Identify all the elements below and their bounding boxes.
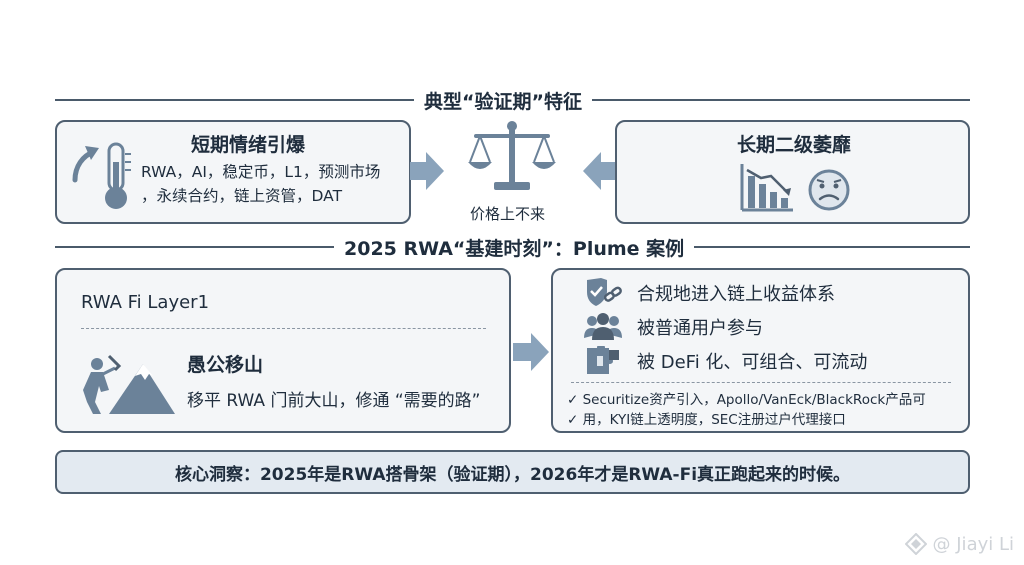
- features-divider: [571, 382, 951, 383]
- watermark-text: @ Jiayi Li: [932, 533, 1014, 555]
- feature-text-defi: 被 DeFi 化、可组合、可流动: [637, 352, 868, 373]
- plume-divider: [81, 328, 486, 329]
- puzzle-icon: [587, 346, 619, 374]
- feature-text-users: 被普通用户参与: [637, 318, 763, 339]
- thermometer-up-icon: [72, 142, 131, 209]
- arrow-right-icon: [410, 152, 444, 190]
- diamond-logo-icon: [904, 533, 927, 555]
- short-term-line2: ，永续合约，链上资管，DAT: [141, 187, 343, 205]
- feature-item-users: 被普通用户参与: [583, 312, 763, 342]
- sad-face-icon: [808, 169, 850, 211]
- features-card: 合规地进入链上收益体系 被普通用户参与 被 DeFi 化、可组合、可流动 ✓ S…: [551, 268, 970, 433]
- section1-title: 典型“验证期”特征: [414, 87, 592, 114]
- section2-title: 2025 RWA“基建时刻”：Plume 案例: [334, 234, 695, 261]
- long-term-card: 长期二级萎靡: [615, 120, 970, 224]
- balance-scale-icon: [468, 121, 556, 190]
- users-group-icon: [584, 313, 622, 340]
- arrow-right-icon: [513, 333, 549, 371]
- watermark: @ Jiayi Li: [904, 533, 1014, 555]
- plume-desc: 移平 RWA 门前大山，修通 “需要的路”: [187, 391, 481, 411]
- plume-label: RWA Fi Layer1: [81, 292, 210, 313]
- shield-link-icon: [587, 278, 622, 306]
- plume-title: 愚公移山: [187, 354, 264, 376]
- feature-text-compliance: 合规地进入链上收益体系: [637, 284, 835, 305]
- arrow-left-icon: [583, 152, 617, 190]
- insight-bar: 核心洞察：2025年是RWA搭骨架（验证期），2026年才是RWA-Fi真正跑起…: [55, 450, 970, 494]
- long-term-title: 长期二级萎靡: [737, 134, 852, 156]
- center-caption: 价格上不来: [470, 205, 546, 223]
- short-term-card: 短期情绪引爆 RWA，AI，稳定币，L1，预测市场 ，永续合约，链上资管，DAT: [55, 120, 411, 224]
- mountain-climber-icon: [83, 354, 175, 414]
- short-term-line1: RWA，AI，稳定币，L1，预测市场: [141, 163, 381, 181]
- plume-card: RWA Fi Layer1 愚公移山 移平 RWA 门前大山，修通 “需要的路”: [55, 268, 511, 433]
- checklist-line1: ✓ Securitize资产引入，Apollo/VanEck/BlackRock…: [567, 392, 926, 408]
- declining-bar-chart-icon: [740, 164, 793, 212]
- checklist-line2: ✓ 用，KYI链上透明度，SEC注册过户代理接口: [567, 412, 846, 428]
- insight-text: 核心洞察：2025年是RWA搭骨架（验证期），2026年才是RWA-Fi真正跑起…: [174, 464, 851, 485]
- feature-item-compliance: 合规地进入链上收益体系: [583, 278, 835, 308]
- feature-item-defi: 被 DeFi 化、可组合、可流动: [583, 346, 867, 376]
- short-term-title: 短期情绪引爆: [191, 134, 306, 156]
